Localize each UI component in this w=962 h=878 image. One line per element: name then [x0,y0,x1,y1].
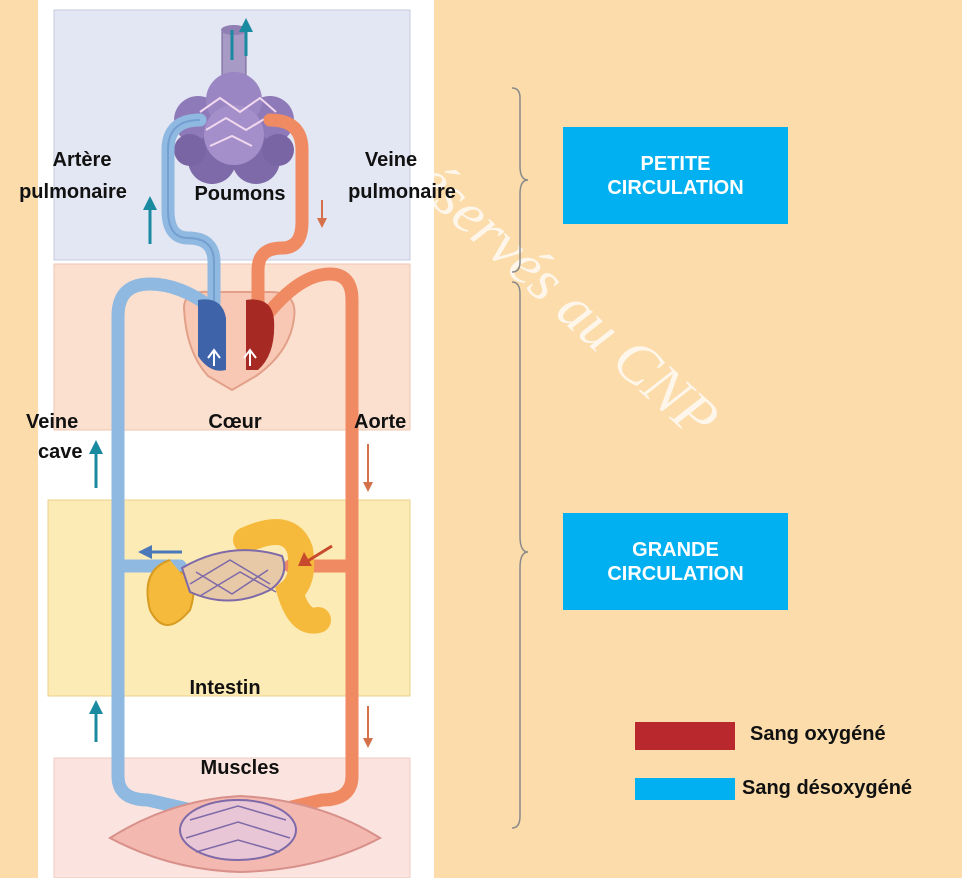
label-veine-cave-line2: cave [38,440,83,464]
label-veine-pulm-line2: pulmonaire [330,180,474,204]
grande-brace [512,282,528,828]
petite-brace [512,88,528,272]
label-aorte: Aorte [354,410,406,434]
legend-label-oxygenated: Sang oxygéné [750,722,886,746]
legend-label-deoxygenated: Sang désoxygéné [742,776,912,800]
legend-swatch-deoxygenated [635,778,735,800]
label-intestin: Intestin [170,676,280,700]
petite-circulation-line2: CIRCULATION [607,176,743,200]
label-arteria-line1: Artère [36,148,128,172]
label-veine-cave-line1: Veine [26,410,78,434]
label-arteria-line2: pulmonaire [6,180,140,204]
label-muscles: Muscles [180,756,300,780]
right-heart-chamber [198,299,226,370]
legend-swatch-oxygenated [635,722,735,750]
grande-circulation-line1: GRANDE [632,538,719,562]
petite-circulation-line1: PETITE [640,152,710,176]
grande-circulation-box: GRANDE CIRCULATION [563,513,788,610]
label-veine-pulm-line1: Veine [356,148,426,172]
grande-circulation-line2: CIRCULATION [607,562,743,586]
label-coeur: Cœur [190,410,280,434]
label-poumons: Poumons [180,182,300,206]
petite-circulation-box: PETITE CIRCULATION [563,127,788,224]
